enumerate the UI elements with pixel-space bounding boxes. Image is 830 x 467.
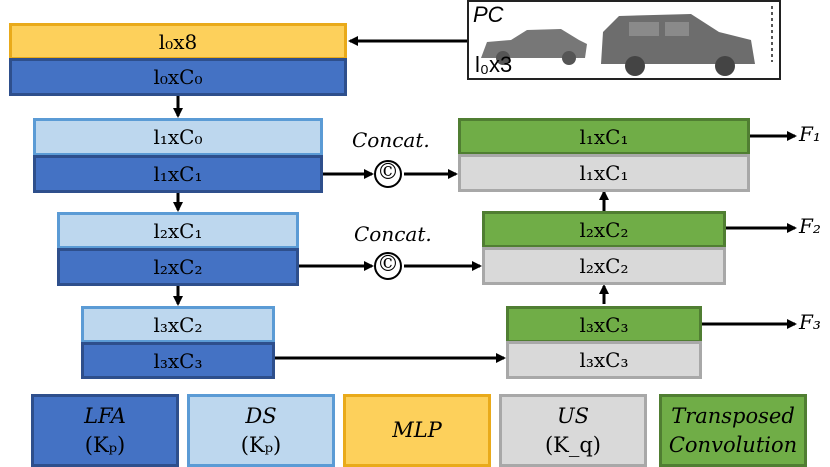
us-block-1: l₁xC₁: [458, 154, 750, 192]
point-cloud-panel: PC l₀x3: [467, 0, 781, 80]
legend-transposed-conv: Transposed Convolution: [659, 394, 807, 467]
transposed-conv-block-2: l₂xC₂: [482, 211, 726, 248]
legend-mlp-name: MLP: [392, 418, 442, 443]
legend-tc-line1: Transposed: [671, 404, 795, 429]
transposed-conv-block-1: l₁xC₁: [458, 118, 750, 155]
us-block-2: l₂xC₂: [482, 247, 726, 285]
us-block-3: l₃xC₃: [506, 341, 702, 379]
output-f2: F₂: [799, 214, 821, 238]
lfa-block-1: l₁xC₁: [33, 155, 323, 193]
ds-block-2: l₂xC₁: [57, 212, 299, 249]
concat-symbol-1: ©: [377, 160, 399, 185]
concat-label-1: Concat.: [352, 128, 430, 152]
legend-us-name: US: [556, 404, 590, 429]
legend-us-param: (K_q): [544, 432, 602, 457]
ds-block-1: l₁xC₀: [33, 118, 323, 156]
transposed-conv-block-3: l₃xC₃: [506, 306, 702, 343]
concat-label-2: Concat.: [354, 222, 432, 246]
ds-block-3: l₃xC₂: [81, 306, 275, 343]
lfa-block-3: l₃xC₃: [81, 342, 275, 379]
output-f1: F₁: [799, 122, 821, 146]
point-cloud-image: [481, 6, 773, 76]
legend-lfa-param: (Kₚ): [84, 432, 126, 457]
lfa-block-2: l₂xC₂: [57, 248, 299, 286]
concat-symbol-2: ©: [377, 252, 399, 277]
pc-label: PC: [473, 2, 504, 27]
lfa-block-0: l₀xC₀: [9, 58, 347, 96]
pc-size-label: l₀x3: [475, 52, 513, 77]
mlp-block: l₀x8: [9, 23, 347, 60]
legend-ds-name: DS: [245, 404, 277, 429]
legend-mlp: MLP: [343, 394, 491, 467]
legend-ds: DS (Kₚ): [187, 394, 335, 467]
legend-ds-param: (Kₚ): [240, 432, 282, 457]
legend-lfa-name: LFA: [84, 404, 126, 429]
legend-tc-line2: Convolution: [668, 432, 798, 457]
legend-us: US (K_q): [499, 394, 647, 467]
legend-lfa: LFA (Kₚ): [31, 394, 179, 467]
output-f3: F₃: [799, 310, 821, 334]
